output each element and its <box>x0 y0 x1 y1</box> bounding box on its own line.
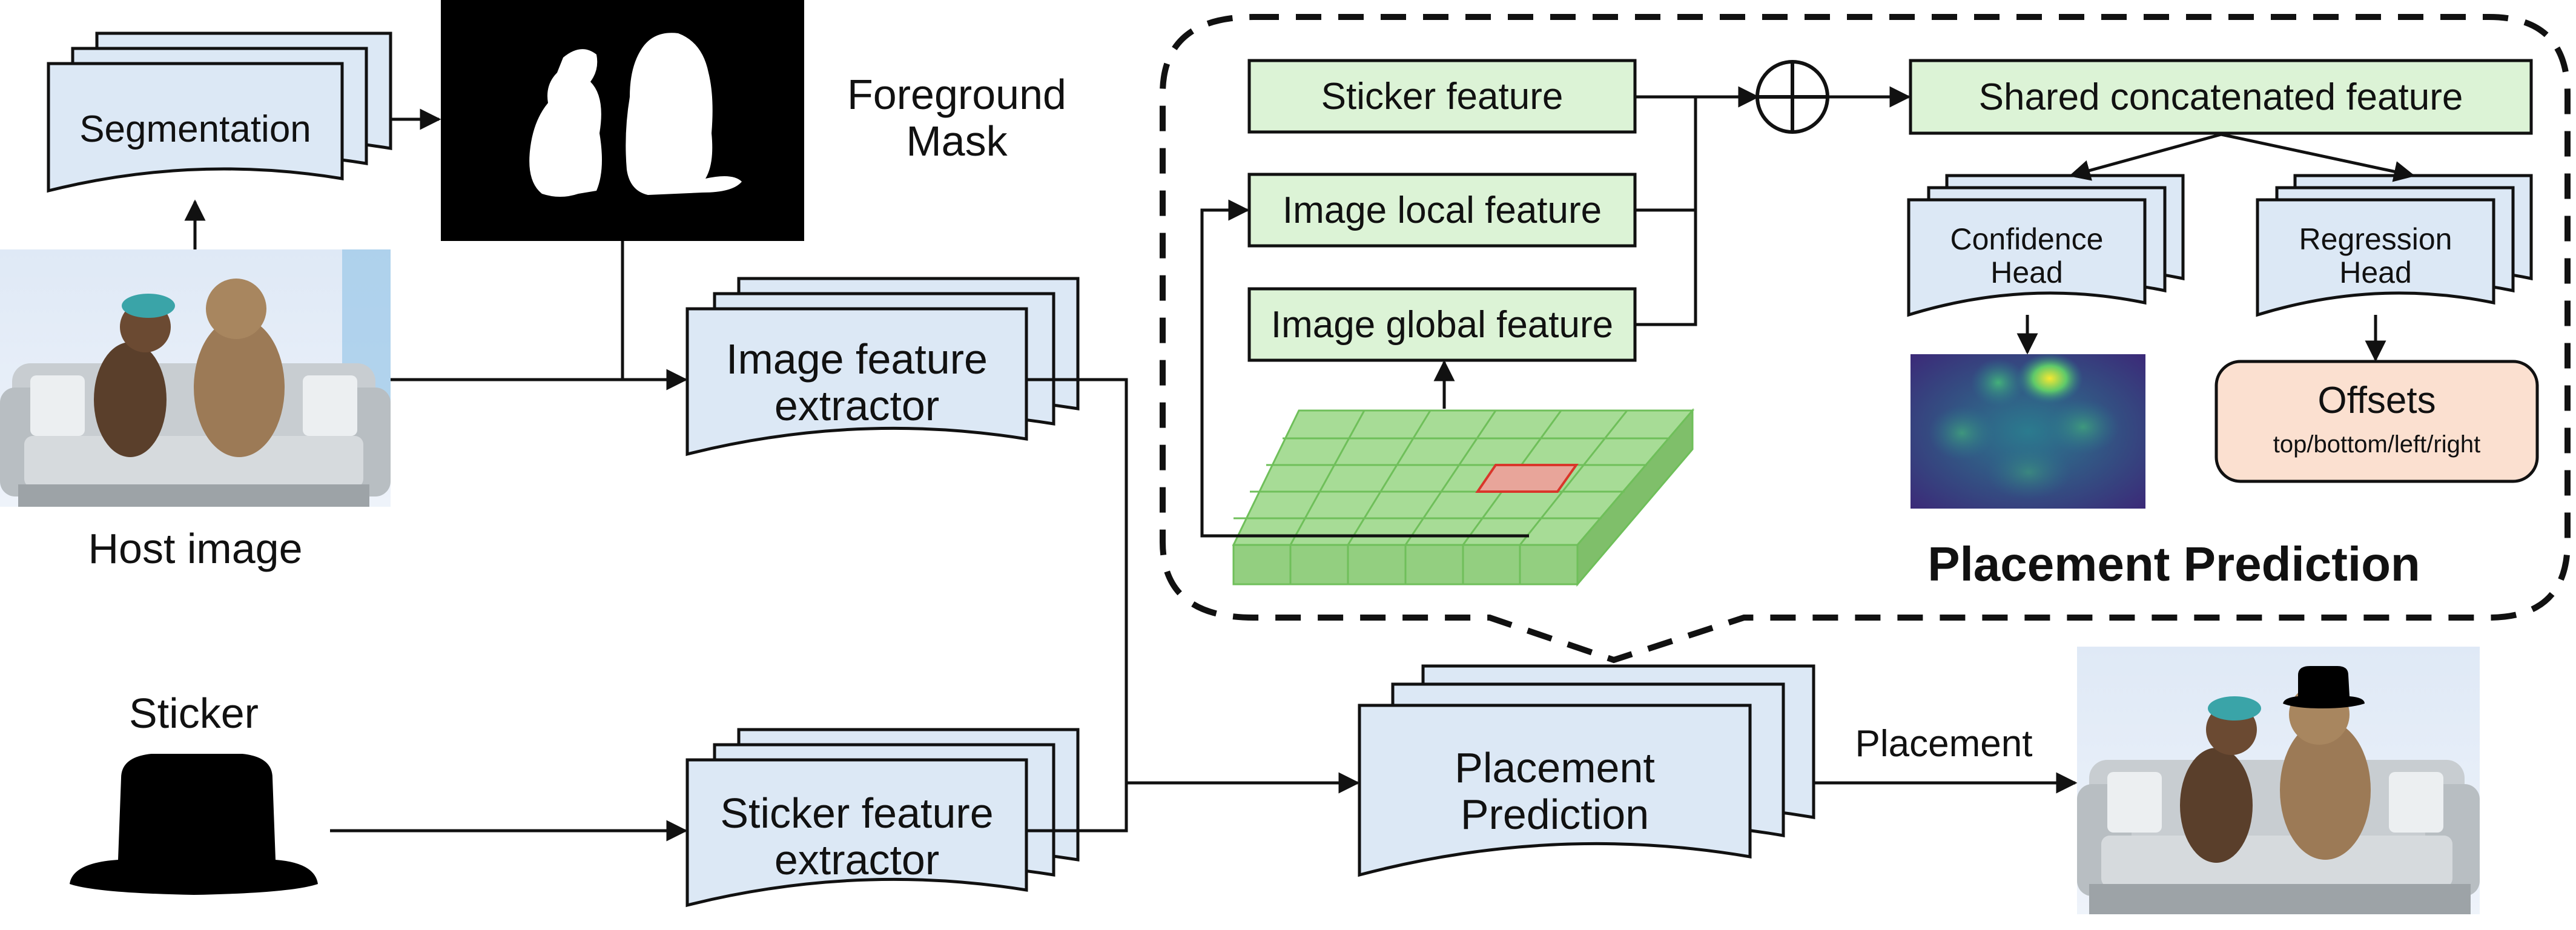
placement-prediction-line1: Placement <box>1455 744 1655 791</box>
feature-grid <box>1232 407 1695 587</box>
offsets-label: Offsets <box>2317 380 2436 421</box>
result-image <box>2077 647 2480 914</box>
placement-arrow-label: Placement <box>1855 723 2033 765</box>
host-image-label: Host image <box>88 525 303 572</box>
sticker-label: Sticker <box>129 690 259 737</box>
confidence-head-label: Confidence Head <box>1909 223 2145 289</box>
sticker-feature-extractor-line1: Sticker feature <box>720 790 994 837</box>
regression-head-line2: Head <box>2339 256 2412 289</box>
callout-connectors <box>1200 86 2416 538</box>
foreground-mask-image <box>441 0 804 241</box>
main-connectors <box>184 108 2078 842</box>
segmentation-block <box>47 31 392 193</box>
segmentation-label: Segmentation <box>79 108 311 150</box>
image-feature-extractor-line1: Image feature <box>726 335 988 383</box>
host-image <box>0 249 391 507</box>
foreground-mask-line2: Mask <box>906 117 1008 165</box>
regression-head-line1: Regression <box>2299 222 2452 256</box>
regression-head-block <box>2256 174 2533 317</box>
offsets-sub-label: top/bottom/left/right <box>2273 431 2481 458</box>
image-local-feature-box <box>1247 173 1637 248</box>
placement-prediction-line2: Prediction <box>1460 791 1650 838</box>
shared-concat-feature-box <box>1909 59 2533 135</box>
sticker-feature-extractor-block <box>685 728 1080 908</box>
placement-prediction-block <box>1358 664 1815 877</box>
placement-prediction-label: Placement Prediction <box>1359 745 1750 838</box>
sticker-feature-extractor-line2: extractor <box>774 836 940 883</box>
confidence-head-line1: Confidence <box>1950 222 2104 256</box>
image-feature-extractor-line2: extractor <box>774 382 940 429</box>
foreground-mask-label: Foreground Mask <box>811 71 1102 165</box>
sticker-feature-extractor-label: Sticker feature extractor <box>687 790 1026 883</box>
confidence-heatmap <box>1911 353 2145 509</box>
callout-bubble <box>1160 14 2571 664</box>
image-local-feature-label: Image local feature <box>1282 190 1602 231</box>
image-feature-extractor-label: Image feature extractor <box>687 336 1026 429</box>
image-feature-extractor-block <box>685 277 1080 457</box>
image-global-feature-label: Image global feature <box>1270 304 1614 346</box>
hat-icon <box>70 754 318 895</box>
foreground-mask-line1: Foreground <box>847 71 1066 118</box>
sticker-feature-label: Sticker feature <box>1321 76 1564 117</box>
shared-concat-feature-label: Shared concatenated feature <box>1978 76 2463 118</box>
image-global-feature-box <box>1247 287 1637 362</box>
confidence-head-block <box>1907 174 2185 317</box>
confidence-head-line2: Head <box>1990 256 2063 289</box>
placement-prediction-title: Placement Prediction <box>1927 537 2420 591</box>
summation-circle-icon <box>1755 60 1829 134</box>
regression-head-label: Regression Head <box>2257 223 2494 289</box>
